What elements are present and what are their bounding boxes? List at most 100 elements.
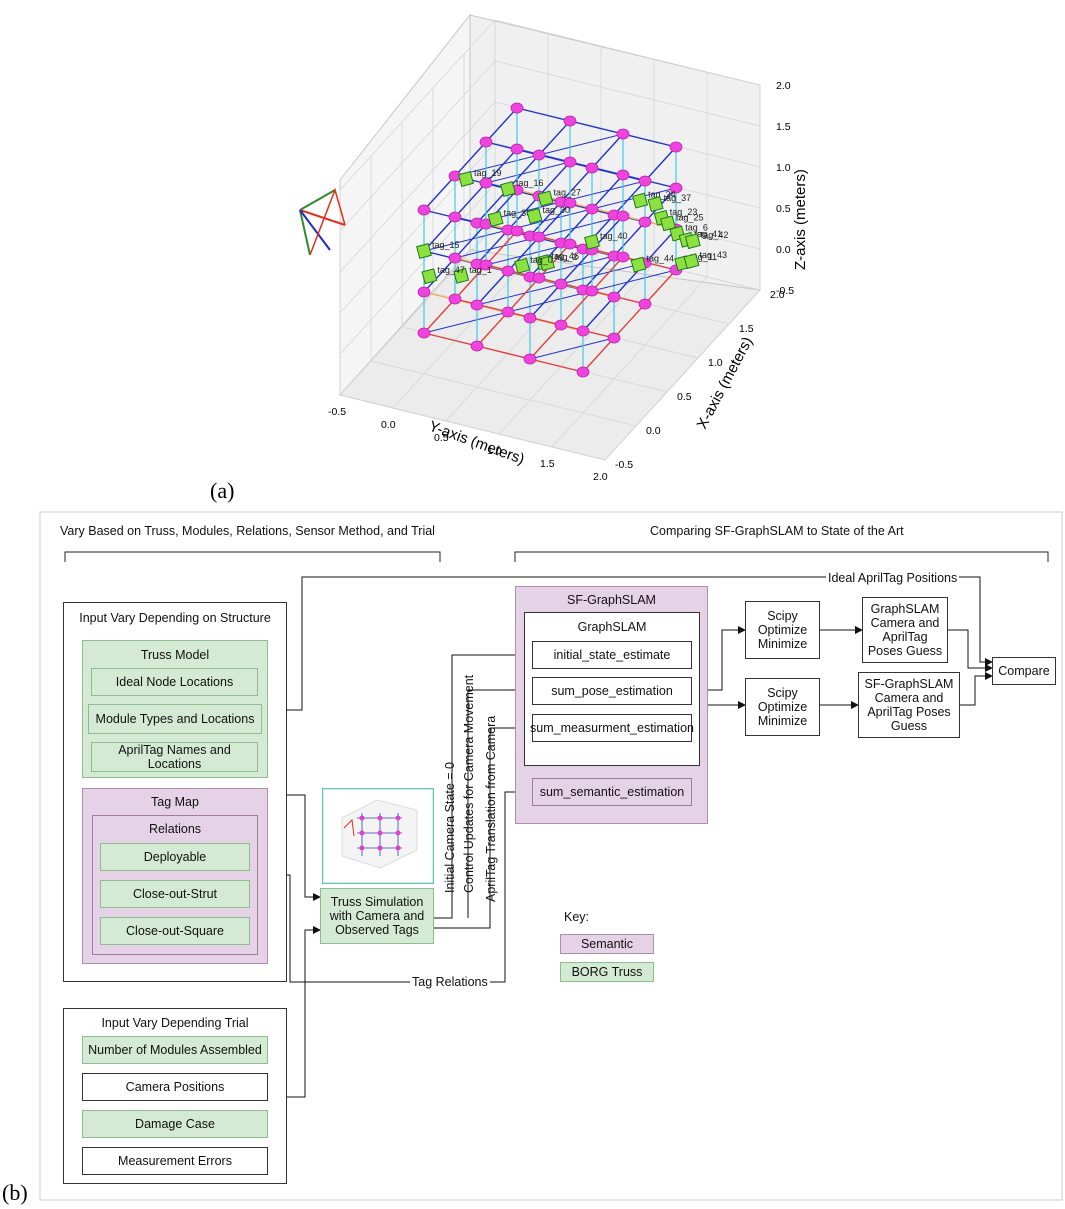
truss-strut [591,269,677,292]
truss-node [585,285,599,297]
initial-state-estimate-box: initial_state_estimate [532,641,692,669]
truss-node [510,225,524,237]
truss-strut [644,269,677,305]
apriltag-marker [647,196,664,213]
diagram-frame [39,511,1063,1201]
truss-strut [476,283,562,306]
truss-strut [454,223,487,259]
truss-node [448,293,462,305]
truss-strut [423,332,478,347]
edge-label-apriltag-translation: AprilTag Translation from Camera [484,715,498,902]
apriltag-marker [458,171,474,187]
truss-node [479,259,493,271]
truss-node [669,182,683,194]
node-locations-box: Ideal Node Locations [91,668,258,696]
apriltag-label: tag_43 [700,250,728,260]
apriltag-marker [630,256,647,273]
truss-strut [516,107,571,122]
grid-line [339,142,496,314]
truss-node [669,141,683,153]
input-structure-title: Input Vary Depending on Structure [79,611,271,625]
truss-strut [476,270,509,306]
apriltag-label: tag_1 [469,265,492,275]
apriltag-label: tag_0 [530,255,553,265]
apriltag-label: tag_2 [555,252,578,262]
z-axis-label: Z-axis (meters) [792,169,809,270]
apriltag-label: tag_15 [432,240,460,250]
truss-strut [529,283,562,319]
truss-strut [538,120,571,156]
truss-strut [529,337,615,360]
edge-label-control-updates: Control Updates for Camera Movement [462,674,476,893]
trial-modules-box: Number of Modules Assembled [82,1036,268,1064]
edge-guess2-compare [960,672,993,706]
graphslam-guess-box: GraphSLAM Camera and AprilTag Poses Gues… [862,597,948,663]
y-tick-label: 0.0 [381,419,396,431]
truss-strut [538,243,571,279]
apriltag-marker [453,267,470,284]
truss-node [448,211,462,223]
edge-initial-state [434,651,531,919]
truss-strut [507,277,540,313]
y-tick-label: 1.0 [487,445,502,457]
y-tick-label: 1.5 [540,458,555,470]
z-tick-label: 0.5 [776,203,791,215]
truss-strut [644,228,677,264]
truss-node [479,177,493,189]
camera-frame-icon [299,187,346,256]
truss-strut [591,174,624,210]
truss-strut [529,324,562,360]
truss-strut [454,264,487,300]
apriltag-marker [514,257,531,274]
truss-strut [507,195,540,231]
truss-strut [538,161,571,197]
grid-line [339,19,496,191]
trial-damage-box: Damage Case [82,1110,268,1138]
truss-node [554,319,568,331]
truss-node [417,286,431,298]
truss-strut [582,255,615,291]
truss-strut [622,133,677,148]
apriltag-label: tag_42 [701,230,729,240]
key-borg-truss: BORG Truss [560,962,654,982]
truss-node [638,175,652,187]
truss-strut [560,208,593,244]
apriltag-label: tag_40 [600,231,628,241]
truss-strut [538,215,624,238]
truss-model-title: Truss Model [140,648,210,662]
truss-node [576,325,590,337]
truss-strut [423,175,456,211]
truss-3d-plot: tag_19tag_27tag_16tag_24tag_37tag_23tag_… [299,13,809,480]
truss-node [616,210,630,222]
truss-node [638,216,652,228]
edge-label-ideal-positions: Ideal AprilTag Positions [826,571,960,585]
truss-strut [538,202,571,238]
apriltag-label: tag_24 [648,190,676,200]
truss-strut [560,262,646,285]
apriltag-marker [421,268,438,285]
brace-right [514,551,1049,562]
truss-strut [485,107,518,143]
grid-line [370,360,637,427]
truss-node [523,353,537,365]
y-tick-label: 2.0 [593,471,608,480]
truss-strut [538,133,624,156]
truss-node [448,252,462,264]
apriltag-label: tag_46 [552,251,580,261]
optimizer-box-1: Scipy Optimize Minimize [745,601,820,659]
apriltag-marker [487,211,504,227]
truss-node [417,327,431,339]
truss-node [532,231,546,243]
apriltag-label: tag_36 [504,208,532,218]
z-tick-label: 0.0 [776,244,791,256]
brace-left [64,551,441,562]
truss-node [616,128,630,140]
truss-strut [560,290,593,326]
truss-node [607,332,621,344]
truss-node [585,203,599,215]
x-tick-label: 0.5 [677,391,692,403]
apriltag-marker [584,233,600,250]
truss-node [501,306,515,318]
apriltag-marker [500,181,516,197]
truss-node [532,149,546,161]
